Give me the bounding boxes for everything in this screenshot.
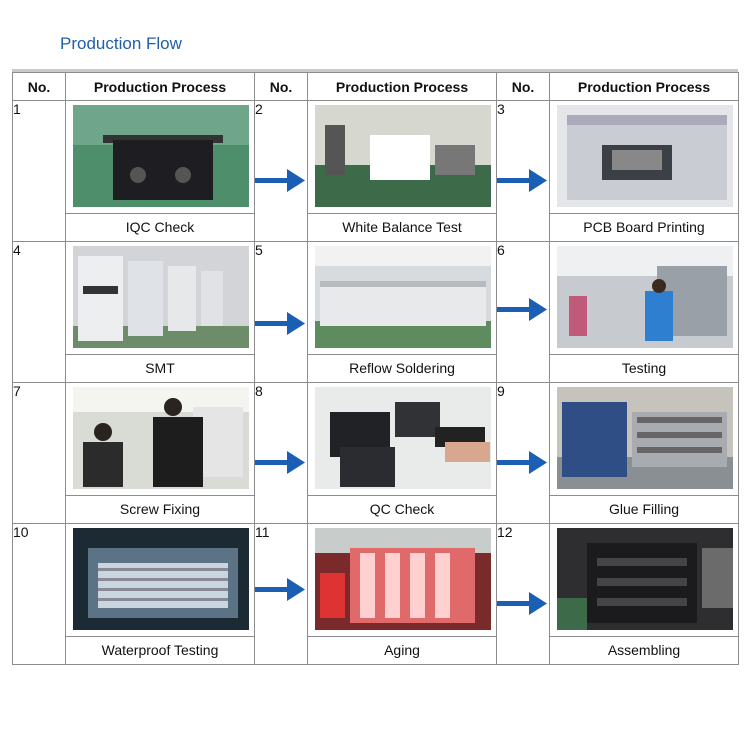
step-cell-screw-fixing: Screw Fixing <box>65 382 255 524</box>
step-cell-aging: Aging <box>307 523 497 665</box>
right-arrow-icon <box>495 167 551 195</box>
right-arrow-icon <box>253 310 309 338</box>
step-label: Reflow Soldering <box>308 354 496 382</box>
header-process-3: Production Process <box>549 72 739 101</box>
step-label: Screw Fixing <box>66 495 254 523</box>
table-row: 10 Waterproof Testing 11 Aging 12 <box>12 523 739 665</box>
table-row: 7 Screw Fixing 8 QC Check 9 <box>12 382 739 524</box>
step-cell-iqc-check: IQC Check <box>65 100 255 242</box>
step-cell-reflow-soldering: Reflow Soldering <box>307 241 497 383</box>
step-label: White Balance Test <box>308 213 496 241</box>
testing-photo <box>557 246 733 348</box>
waterproof-testing-photo <box>73 528 249 630</box>
step-number-3: 3 <box>495 100 551 242</box>
step-number-7: 7 <box>12 382 66 524</box>
right-arrow-icon <box>253 449 309 477</box>
step-number-8: 8 <box>253 382 309 524</box>
qc-check-photo <box>315 387 491 489</box>
step-label: PCB Board Printing <box>550 213 738 241</box>
pcb-board-printing-photo <box>557 105 733 207</box>
title-divider <box>12 69 738 72</box>
step-label: Testing <box>550 354 738 382</box>
step-label: SMT <box>66 354 254 382</box>
step-label: Glue Filling <box>550 495 738 523</box>
step-cell-pcb-board-printing: PCB Board Printing <box>549 100 739 242</box>
screw-fixing-photo <box>73 387 249 489</box>
step-number-1: 1 <box>12 100 66 242</box>
right-arrow-icon <box>253 167 309 195</box>
step-label: QC Check <box>308 495 496 523</box>
step-number-4: 4 <box>12 241 66 383</box>
step-cell-white-balance-test: White Balance Test <box>307 100 497 242</box>
step-label: Waterproof Testing <box>66 636 254 664</box>
step-label: Assembling <box>550 636 738 664</box>
step-cell-testing: Testing <box>549 241 739 383</box>
table-row: 4 SMT 5 Reflow Soldering 6 <box>12 241 739 383</box>
smt-photo <box>73 246 249 348</box>
iqc-check-photo <box>73 105 249 207</box>
glue-filling-photo <box>557 387 733 489</box>
page-title: Production Flow <box>60 34 182 53</box>
step-number-11: 11 <box>253 523 309 665</box>
step-cell-assembling: Assembling <box>549 523 739 665</box>
step-cell-waterproof-testing: Waterproof Testing <box>65 523 255 665</box>
table-row: 1 IQC Check 2 White Balance Test 3 <box>12 100 739 242</box>
white-balance-test-photo <box>315 105 491 207</box>
step-number-6: 6 <box>495 241 551 383</box>
header-no-3: No. <box>496 72 550 101</box>
right-arrow-icon <box>495 296 551 324</box>
step-cell-smt: SMT <box>65 241 255 383</box>
assembling-photo <box>557 528 733 630</box>
step-number-2: 2 <box>253 100 309 242</box>
step-number-5: 5 <box>253 241 309 383</box>
production-flow-table: No. Production Process No. Production Pr… <box>12 72 739 665</box>
header-process-1: Production Process <box>65 72 255 101</box>
header-no-2: No. <box>254 72 308 101</box>
step-number-9: 9 <box>495 382 551 524</box>
right-arrow-icon <box>495 590 551 618</box>
right-arrow-icon <box>495 449 551 477</box>
step-number-10: 10 <box>12 523 66 665</box>
step-cell-qc-check: QC Check <box>307 382 497 524</box>
right-arrow-icon <box>253 576 309 604</box>
header-process-2: Production Process <box>307 72 497 101</box>
header-row: No. Production Process No. Production Pr… <box>12 72 739 101</box>
aging-photo <box>315 528 491 630</box>
step-cell-glue-filling: Glue Filling <box>549 382 739 524</box>
step-number-12: 12 <box>495 523 551 665</box>
step-label: IQC Check <box>66 213 254 241</box>
step-label: Aging <box>308 636 496 664</box>
header-no-1: No. <box>12 72 66 101</box>
reflow-soldering-photo <box>315 246 491 348</box>
